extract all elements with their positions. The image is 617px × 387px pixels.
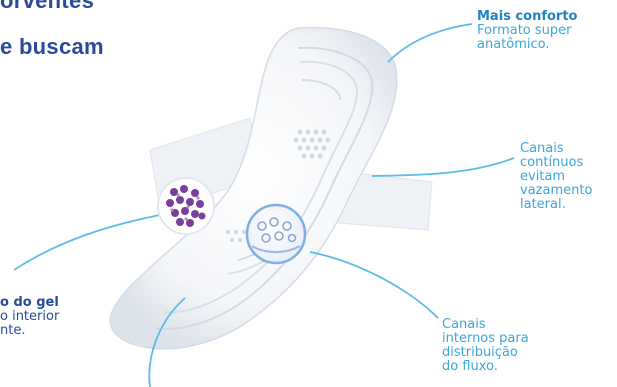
callout-canais-internos-line: do fluxo.	[442, 360, 529, 374]
callout-gel: o do gel o interior nte.	[0, 296, 59, 338]
gel-magnifier	[158, 178, 214, 234]
callout-conforto-line: Formato super	[477, 24, 577, 38]
pointer-line-conforto	[388, 24, 472, 62]
callout-canais-continuos-line: Canais	[520, 142, 592, 156]
callout-gel-line: nte.	[0, 324, 59, 338]
callout-canais-continuos-line: evitam	[520, 170, 592, 184]
callout-canais-internos-line: internos para	[442, 332, 529, 346]
callout-canais-continuos-line: vazamento	[520, 184, 592, 198]
channel-magnifier	[247, 205, 305, 263]
callout-canais-internos: Canais internos para distribuição do flu…	[442, 318, 529, 374]
callout-canais-continuos: Canais contínuos evitam vazamento latera…	[520, 142, 592, 212]
pad-body	[110, 28, 396, 349]
callout-conforto-title: Mais conforto	[477, 10, 577, 24]
callout-conforto: Mais conforto Formato super anatômico.	[477, 10, 577, 52]
callout-gel-title: o do gel	[0, 296, 59, 310]
callout-gel-line: o interior	[0, 310, 59, 324]
callout-conforto-line: anatômico.	[477, 38, 577, 52]
pointer-line-canais-internos	[310, 252, 438, 318]
callout-canais-continuos-line: contínuos	[520, 156, 592, 170]
pointer-line-gel	[14, 215, 160, 270]
pointer-line-canais-continuos	[372, 158, 514, 176]
callout-canais-continuos-line: lateral.	[520, 198, 592, 212]
callout-canais-internos-line: Canais	[442, 318, 529, 332]
callout-canais-internos-line: distribuição	[442, 346, 529, 360]
